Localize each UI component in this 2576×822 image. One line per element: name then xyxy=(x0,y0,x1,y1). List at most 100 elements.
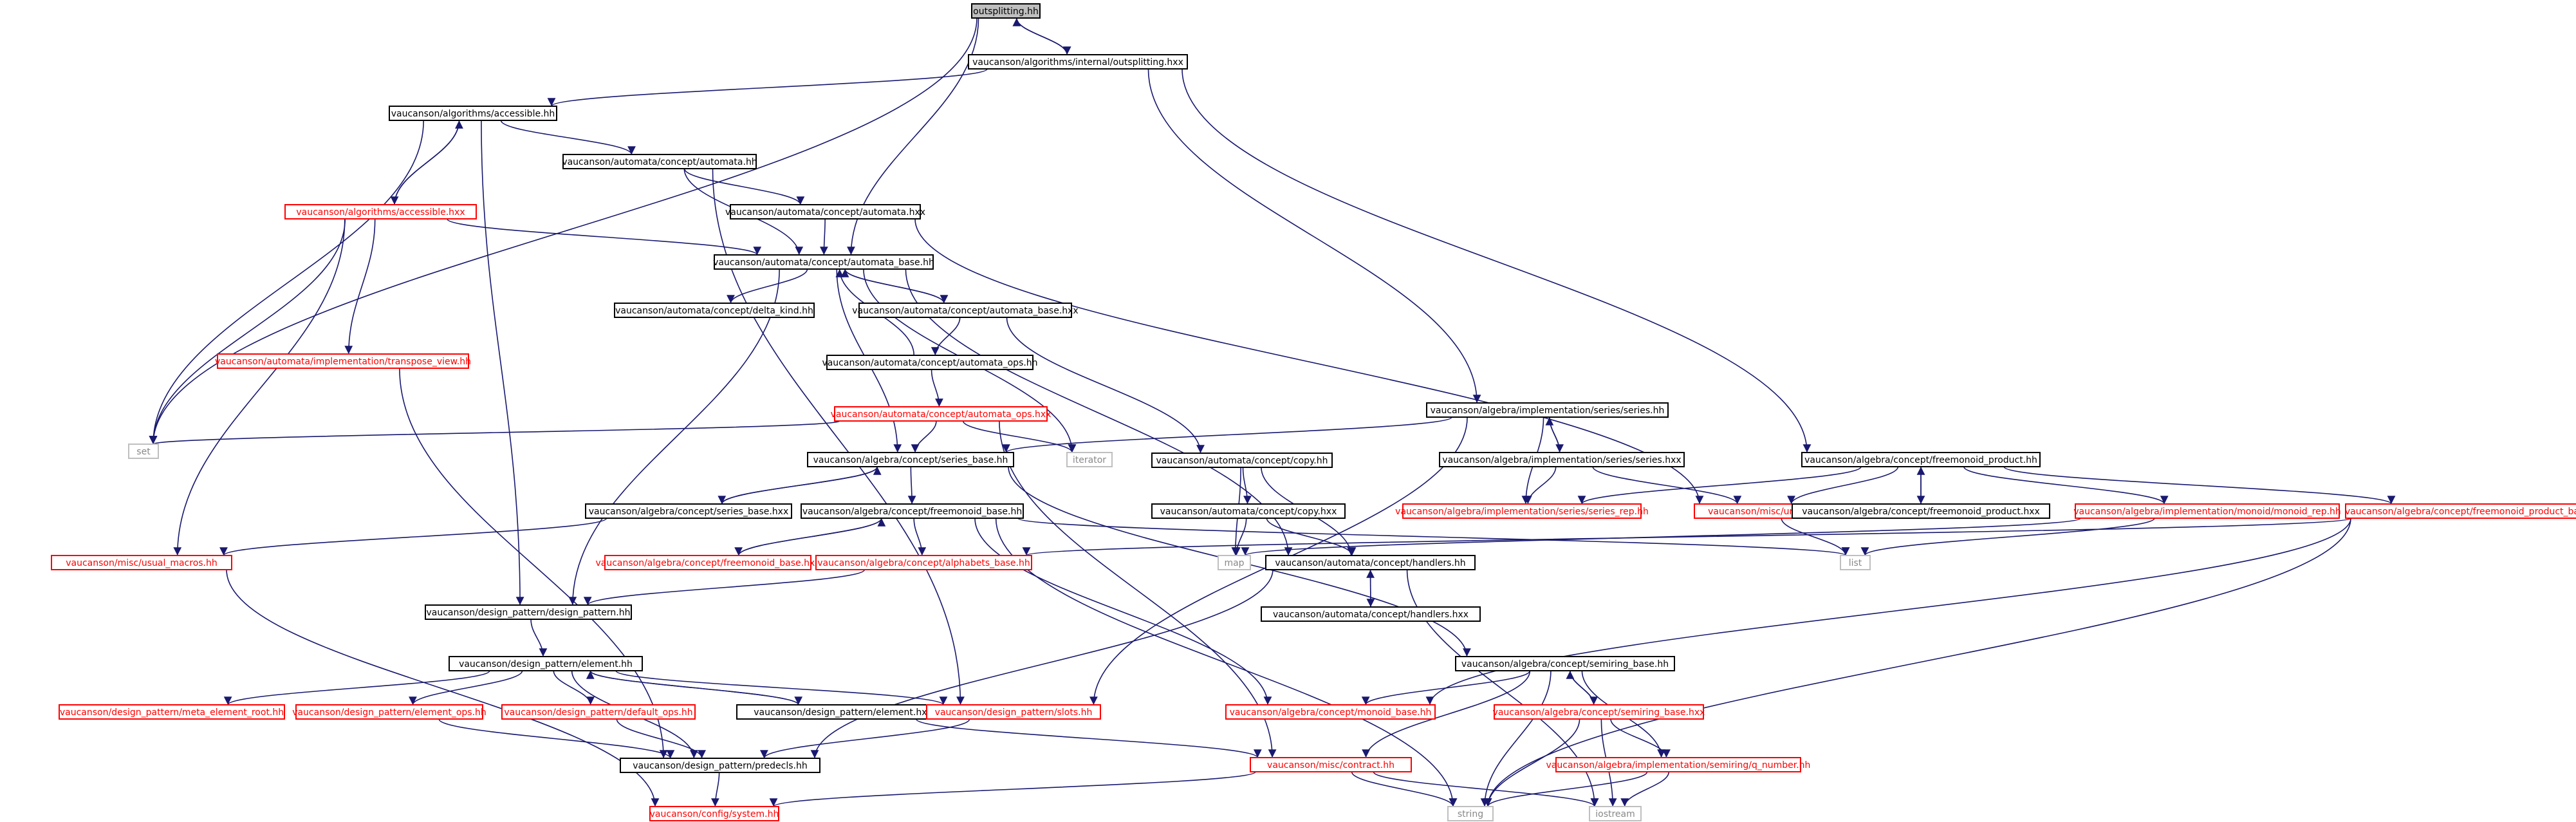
node-box xyxy=(1801,452,2041,467)
graph-node[interactable]: list xyxy=(1840,555,1871,570)
node-label: vaucanson/automata/concept/automata_ops.… xyxy=(822,358,1037,368)
graph-node[interactable]: vaucanson/automata/concept/automata.hh xyxy=(562,154,757,169)
dependency-edge xyxy=(1373,771,1599,807)
graph-node[interactable]: vaucanson/algebra/concept/freemonoid_bas… xyxy=(801,503,1024,519)
dependency-edge xyxy=(481,120,524,606)
graph-node[interactable]: vaucanson/config/system.hh xyxy=(649,806,779,821)
node-box xyxy=(620,758,820,773)
node-box xyxy=(1494,704,1704,720)
dependency-edge xyxy=(915,718,1262,758)
node-label: vaucanson/misc/usual_macros.hh xyxy=(66,558,218,568)
graph-node[interactable]: vaucanson/algebra/concept/freemonoid_pro… xyxy=(1792,503,2050,519)
graph-node[interactable]: vaucanson/algebra/concept/freemonoid_pro… xyxy=(1801,452,2041,467)
node-box xyxy=(1151,453,1333,468)
graph-node[interactable]: vaucanson/algebra/concept/semiring_base.… xyxy=(1455,656,1675,671)
graph-node[interactable]: vaucanson/design_pattern/element.hxx xyxy=(736,704,950,720)
dependency-edge xyxy=(770,771,1256,807)
dependency-edge xyxy=(584,569,866,606)
dependency-edge xyxy=(907,466,916,505)
node-label: vaucanson/algebra/implementation/series/… xyxy=(1442,455,1681,465)
graph-node[interactable]: vaucanson/algebra/concept/alphabets_base… xyxy=(815,555,1032,570)
graph-node[interactable]: vaucanson/algebra/concept/semiring_base.… xyxy=(1493,704,1705,720)
graph-node[interactable]: vaucanson/automata/concept/automata_ops.… xyxy=(831,406,1052,422)
node-label: vaucanson/design_pattern/meta_element_ro… xyxy=(60,707,284,718)
node-label: vaucanson/algorithms/internal/outsplitti… xyxy=(972,57,1183,68)
graph-node[interactable]: vaucanson/algebra/implementation/series/… xyxy=(1395,503,1649,519)
dependency-edge xyxy=(1266,518,1357,556)
graph-node[interactable]: vaucanson/design_pattern/predecls.hh xyxy=(620,758,820,773)
graph-node[interactable]: vaucanson/algorithms/accessible.hxx xyxy=(284,204,477,220)
dependency-edge xyxy=(409,670,523,705)
graph-node[interactable]: vaucanson/design_pattern/slots.hh xyxy=(926,704,1101,720)
node-label: map xyxy=(1224,558,1244,568)
node-box xyxy=(425,604,632,620)
node-box xyxy=(51,555,232,570)
dependency-edge xyxy=(1566,670,1595,705)
node-box xyxy=(389,106,557,121)
graph-node[interactable]: vaucanson/algebra/concept/freemonoid_bas… xyxy=(595,555,820,570)
graph-node[interactable]: vaucanson/algorithms/accessible.hh xyxy=(389,106,557,121)
node-box xyxy=(1455,656,1675,671)
dependency-edge xyxy=(999,420,1277,758)
graph-node[interactable]: vaucanson/design_pattern/element_ops.hh xyxy=(292,704,486,720)
graph-node[interactable]: iterator xyxy=(1066,452,1113,467)
graph-node[interactable]: vaucanson/algorithms/internal/outsplitti… xyxy=(968,54,1188,70)
dependency-edge xyxy=(344,218,376,355)
node-box xyxy=(284,204,477,220)
graph-node[interactable]: vaucanson/design_pattern/design_pattern.… xyxy=(425,604,632,620)
dependency-edge xyxy=(1620,771,1670,807)
dependency-edge xyxy=(394,120,463,205)
graph-node[interactable]: vaucanson/automata/concept/automata_base… xyxy=(713,254,934,270)
graph-node[interactable]: vaucanson/misc/usual_macros.hh xyxy=(51,555,232,570)
graph-node[interactable]: vaucanson/algebra/implementation/series/… xyxy=(1439,452,1685,467)
graph-node[interactable]: vaucanson/automata/concept/delta_kind.hh xyxy=(614,303,815,318)
graph-node[interactable]: vaucanson/misc/contract.hh xyxy=(1250,757,1412,772)
dependency-edge xyxy=(1963,466,2169,505)
graph-node[interactable]: string xyxy=(1447,806,1494,821)
node-label: vaucanson/algebra/implementation/semirin… xyxy=(1546,760,1811,771)
node-box xyxy=(59,704,285,720)
graph-node[interactable]: vaucanson/automata/concept/copy.hxx xyxy=(1151,503,1346,519)
graph-node[interactable]: iostream xyxy=(1589,806,1642,821)
node-box xyxy=(217,353,469,369)
graph-node[interactable]: vaucanson/algebra/concept/series_base.hh xyxy=(807,452,1014,467)
node-box xyxy=(834,406,1048,422)
graph-node[interactable]: vaucanson/algebra/implementation/semirin… xyxy=(1546,757,1811,772)
dependency-edge xyxy=(149,218,346,445)
dependency-edge xyxy=(530,619,548,657)
graph-node[interactable]: vaucanson/design_pattern/element.hh xyxy=(449,656,643,671)
graph-node[interactable]: vaucanson/algebra/concept/freemonoid_pro… xyxy=(2345,503,2576,519)
node-box xyxy=(649,806,779,821)
graph-node[interactable]: vaucanson/automata/concept/copy.hh xyxy=(1151,453,1333,468)
dependency-edge xyxy=(568,268,780,606)
graph-node[interactable]: vaucanson/algebra/concept/monoid_base.hh xyxy=(1225,704,1436,720)
graph-node[interactable]: vaucanson/automata/concept/automata.hxx xyxy=(725,204,925,220)
graph-node[interactable]: vaucanson/design_pattern/meta_element_ro… xyxy=(59,704,285,720)
graph-node[interactable]: vaucanson/algebra/concept/series_base.hx… xyxy=(585,503,792,519)
graph-node[interactable]: map xyxy=(1218,555,1251,570)
dependency-edge xyxy=(1147,68,1481,404)
graph-node[interactable]: vaucanson/automata/implementation/transp… xyxy=(215,353,471,369)
node-label: vaucanson/design_pattern/element.hxx xyxy=(754,707,932,718)
dependency-edge xyxy=(1023,518,2351,556)
node-label: vaucanson/automata/concept/delta_kind.hh xyxy=(615,306,813,316)
graph-node[interactable]: vaucanson/automata/concept/handlers.hh xyxy=(1265,555,1476,570)
dependency-edge xyxy=(1181,68,1812,453)
edge-layer xyxy=(149,17,2396,807)
node-label: vaucanson/automata/concept/automata_ops.… xyxy=(831,409,1052,420)
graph-node[interactable]: vaucanson/automata/concept/automata_ops.… xyxy=(822,355,1038,370)
node-label: vaucanson/automata/concept/automata_base… xyxy=(852,306,1078,316)
node-label: vaucanson/automata/concept/copy.hxx xyxy=(1160,507,1337,517)
dependency-edge xyxy=(911,420,937,453)
dependency-edge xyxy=(1545,416,1561,453)
node-label: vaucanson/algebra/concept/semiring_base.… xyxy=(1461,659,1669,669)
node-label: vaucanson/algebra/concept/alphabets_base… xyxy=(817,558,1030,568)
dependency-edge xyxy=(438,718,675,759)
graph-node[interactable]: vaucanson/algebra/implementation/series/… xyxy=(1426,402,1669,418)
graph-node[interactable]: set xyxy=(128,444,159,459)
graph-node[interactable]: vaucanson/design_pattern/default_ops.hh xyxy=(501,704,696,720)
dependency-edge xyxy=(721,466,882,505)
graph-node[interactable]: vaucanson/algebra/implementation/monoid/… xyxy=(2073,503,2341,519)
graph-node[interactable]: vaucanson/automata/concept/automata_base… xyxy=(852,303,1079,318)
graph-node[interactable]: vaucanson/automata/concept/handlers.hxx xyxy=(1261,606,1481,622)
